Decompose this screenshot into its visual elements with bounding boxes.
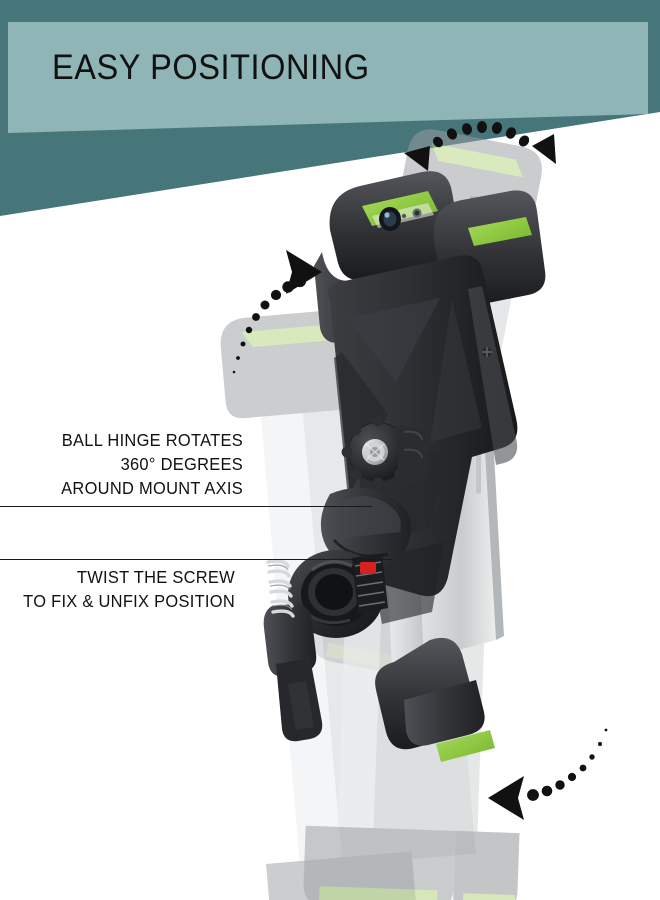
handlebar-clamp-ring [288, 550, 388, 638]
arrowhead [286, 250, 322, 294]
spring [266, 559, 295, 618]
arrowhead [532, 134, 556, 164]
callout-line: TWIST THE SCREW [76, 567, 235, 587]
callout-line: BALL HINGE ROTATES [61, 430, 243, 450]
backplate-screw [480, 345, 494, 359]
leader-line-twist-screw [0, 559, 392, 560]
callout-line: AROUND MOUNT AXIS [61, 478, 243, 498]
arrowhead [404, 146, 430, 171]
locking-screw [362, 439, 388, 465]
rotate-arc-left [232, 250, 322, 374]
mount-stem [263, 559, 323, 742]
callout-line: 360° DEGREES [120, 454, 243, 474]
phone-side-button [476, 452, 481, 494]
callout-twist-screw: TWIST THE SCREW TO FIX & UNFIX POSITION [14, 565, 235, 613]
spring-shadow [267, 564, 293, 611]
callout-ball-hinge: BALL HINGE ROTATES 360° DEGREES AROUND M… [15, 428, 243, 500]
arrowhead [488, 776, 524, 820]
camera-dot [401, 213, 407, 219]
bottom-clamp-arm [375, 637, 495, 762]
leader-line-ball-hinge [0, 506, 372, 507]
camera-flash [412, 208, 422, 218]
header-panel [8, 22, 648, 133]
ratchet-strip [352, 554, 388, 614]
rotate-arc-bottom [488, 728, 608, 820]
ratchet-red-marker [360, 562, 376, 574]
callout-line: TO FIX & UNFIX POSITION [23, 591, 235, 611]
rotate-arc-top [404, 121, 556, 171]
page-title: EASY POSITIONING [52, 48, 370, 87]
ball-hinge-knob[interactable] [341, 415, 429, 489]
